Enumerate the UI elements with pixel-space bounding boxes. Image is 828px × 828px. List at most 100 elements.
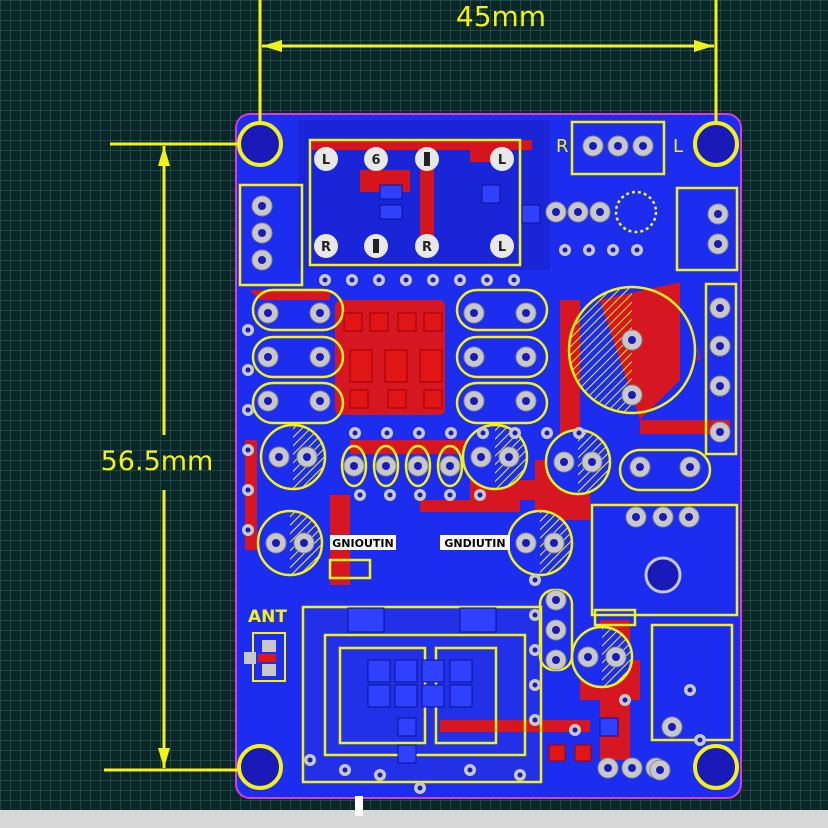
via-drill: [480, 430, 486, 436]
pad-drill: [552, 208, 560, 216]
via-drill: [245, 327, 251, 333]
pad-drill: [714, 240, 722, 248]
pad-drill: [316, 309, 324, 317]
dimension-annotations: [104, 0, 718, 772]
via-drill: [532, 577, 538, 583]
pad-drill: [574, 208, 582, 216]
pad-l-1: L: [314, 147, 338, 171]
via-drill: [245, 447, 251, 453]
via-drill: [377, 772, 383, 778]
via-drill: [467, 767, 473, 773]
pad-drill: [632, 513, 640, 521]
mounting-hole-top-right: [693, 121, 739, 167]
via-drill: [447, 492, 453, 498]
pad-drill: [264, 353, 272, 361]
via-drill: [512, 430, 518, 436]
module-label-2: GNDIUTIN: [444, 537, 505, 550]
pad-drill: [628, 391, 636, 399]
via-drill: [245, 487, 251, 493]
pad-drill: [258, 256, 266, 264]
pad-drill: [522, 539, 530, 547]
silkscreen-text: R L: [556, 136, 683, 157]
pad-drill: [588, 458, 596, 466]
pad-drill: [552, 626, 560, 634]
pad-drill: [505, 453, 513, 461]
via-drill: [322, 277, 328, 283]
pad-drill: [685, 513, 693, 521]
via-drill: [511, 277, 517, 283]
through-hole-pads: [251, 135, 731, 781]
pad-drill: [668, 723, 676, 731]
via-drill: [430, 277, 436, 283]
smd-pads: [343, 312, 592, 762]
pad-drill: [552, 596, 560, 604]
antenna-connector: ANT: [244, 607, 287, 682]
pad-drill: [614, 142, 622, 150]
connector-r-label: R: [556, 136, 569, 157]
pad-drill: [300, 539, 308, 547]
via-drill: [245, 367, 251, 373]
pad-drill: [522, 397, 530, 405]
connector-l-label: L: [673, 136, 683, 157]
pad-drill: [470, 309, 478, 317]
pad-drill: [604, 764, 612, 772]
via-drill: [477, 492, 483, 498]
module-label-1: GNIOUTIN: [332, 537, 393, 550]
via-drill: [517, 772, 523, 778]
pad-drill: [659, 513, 667, 521]
pad-drill: [584, 653, 592, 661]
via-drill: [349, 277, 355, 283]
via-drill: [532, 682, 538, 688]
via-drill: [352, 430, 358, 436]
pad-drill: [686, 463, 694, 471]
pad-drill: [716, 428, 724, 436]
pad-drill: [550, 539, 558, 547]
pad-drill: [446, 462, 454, 470]
via-drill: [417, 785, 423, 791]
pad-drill: [522, 353, 530, 361]
svg-text:L: L: [498, 153, 506, 168]
via-drill: [586, 247, 592, 253]
pad-drill: [560, 458, 568, 466]
pad-drill: [596, 208, 604, 216]
via-drill: [532, 647, 538, 653]
pad-drill: [470, 397, 478, 405]
width-dimension-label: 45mm: [456, 0, 546, 33]
mounting-hole-bottom-left: [237, 744, 283, 790]
via-drill: [544, 430, 550, 436]
pad-l-3: L: [490, 234, 514, 258]
svg-text:L: L: [322, 153, 330, 168]
mounting-hole-center: [644, 556, 682, 594]
pad-drill: [612, 653, 620, 661]
pad-drill: [628, 336, 636, 344]
via-drill: [622, 697, 628, 703]
via-drill: [484, 277, 490, 283]
pad-drill: [714, 210, 722, 218]
mounting-hole-bottom-right: [693, 744, 739, 790]
pad-drill: [272, 539, 280, 547]
via-drill: [245, 407, 251, 413]
pad-drill: [382, 462, 390, 470]
via-drill: [457, 277, 463, 283]
pad-l-2: L: [490, 147, 514, 171]
via-drill: [342, 767, 348, 773]
via-drill: [634, 247, 640, 253]
pad-drill: [258, 202, 266, 210]
pad-r-1: R: [314, 234, 338, 258]
svg-text:R: R: [422, 240, 432, 255]
via-drill: [384, 430, 390, 436]
pad-drill: [656, 766, 664, 774]
pad-drill: [316, 397, 324, 405]
svg-text:R: R: [321, 240, 331, 255]
vias: [242, 244, 706, 794]
mounting-holes: [237, 121, 739, 790]
ant-label: ANT: [248, 607, 287, 627]
pad-drill: [303, 453, 311, 461]
via-drill: [417, 492, 423, 498]
pad-drill: [639, 142, 647, 150]
pad-drill: [350, 462, 358, 470]
pad-mid-2: [364, 234, 388, 258]
pad-drill: [552, 656, 560, 664]
via-drill: [697, 737, 703, 743]
